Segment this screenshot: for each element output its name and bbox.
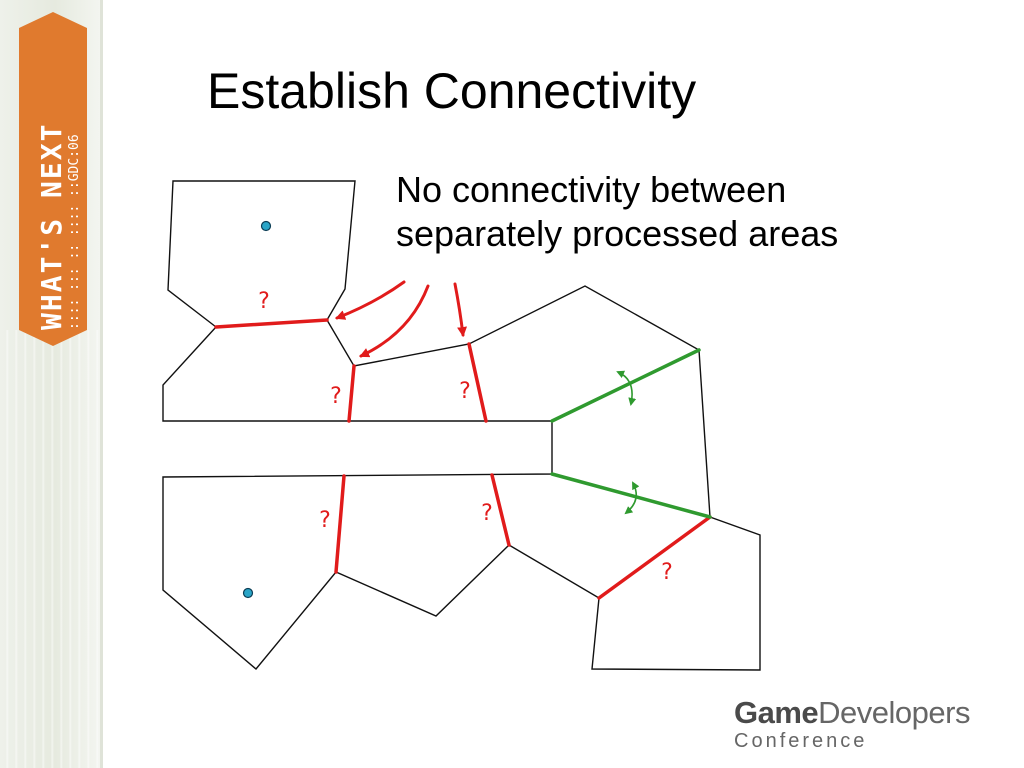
sidebar: WHAT'S NEXT :::: ::: :: :::: ::GDC:06 [0, 0, 100, 768]
callout-arrow-icon-1 [335, 280, 406, 320]
banner-sub-text: :::: ::: :: :::: ::GDC:06 [67, 134, 82, 330]
slide-title: Establish Connectivity [207, 63, 697, 119]
unknown-edge-3 [467, 342, 488, 423]
unknown-edge-4 [334, 474, 346, 574]
unknown-label-3: ? [459, 379, 471, 404]
area-top-outline [162, 285, 761, 671]
logo-line-1: GameDevelopers [734, 696, 970, 730]
logo-developers: Developers [818, 695, 970, 730]
link-arrow-icon-2 [624, 481, 640, 515]
banner-main-text: WHAT'S NEXT [35, 123, 68, 330]
unknown-edge-1 [214, 318, 329, 329]
sidebar-divider [100, 0, 103, 768]
unknown-label-5: ? [481, 501, 493, 526]
unknown-edge-5 [490, 473, 511, 547]
link-arrow-icon-1 [616, 370, 637, 406]
unknown-label-1: ? [258, 289, 270, 314]
connected-edges [550, 348, 712, 519]
unknown-edge-6 [597, 515, 712, 600]
end-point [242, 587, 254, 599]
link-arrows [616, 370, 640, 515]
callout-line-1: No connectivity between [396, 169, 787, 210]
logo-conference: Conference [734, 730, 868, 752]
gdc-logo: GameDevelopers Conference [734, 696, 970, 753]
unknown-label-6: ? [661, 560, 673, 585]
connected-edge-2 [550, 472, 712, 519]
whats-next-banner: WHAT'S NEXT :::: ::: :: :::: ::GDC:06 [19, 12, 87, 346]
unknown-labels: ? ? ? ? ? ? [258, 289, 673, 585]
unknown-edge-2 [347, 364, 356, 423]
callout-line-2: separately processed areas [396, 213, 839, 254]
callout-text: No connectivity between separately proce… [396, 168, 838, 256]
area-top-left-outline [167, 180, 356, 328]
unknown-edges [214, 318, 712, 600]
start-point [260, 220, 272, 232]
callout-arrow-icon-3 [453, 282, 468, 337]
connected-edge-1 [550, 348, 701, 423]
area-outlines [162, 180, 761, 671]
callout-arrow-icon-2 [359, 284, 430, 358]
callout-arrows [335, 280, 468, 358]
unknown-label-4: ? [319, 508, 331, 533]
unknown-label-2: ? [330, 384, 342, 409]
sidebar-stripes [0, 330, 100, 768]
banner-shape [19, 12, 87, 346]
logo-game: Game [734, 695, 819, 730]
